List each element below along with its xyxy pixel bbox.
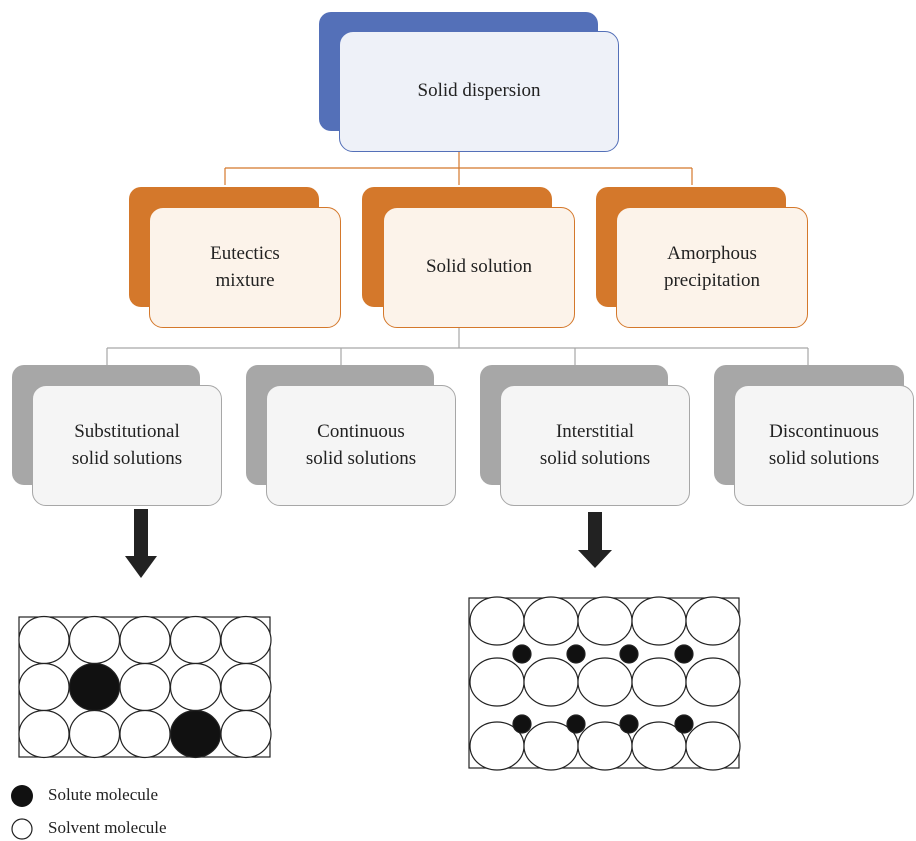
solute-molecule [674,644,694,664]
interstitial-arrow [578,512,612,568]
solvent-molecule [119,709,171,759]
solute-legend-marker [11,785,33,807]
solvent-molecule [523,657,579,707]
solute-molecule [566,644,586,664]
solvent-molecule [169,662,222,712]
solvent-molecule [119,662,171,712]
solvent-molecule [685,721,741,771]
solvent-molecule [469,596,525,646]
solvent-molecule [577,596,633,646]
solvent-molecule [631,596,687,646]
substitutional-arrow [112,508,170,580]
eutectics-mixture-node: Eutectics mixture [149,207,341,328]
solute-molecule [566,714,586,734]
substitutional-solid-solutions-node: Substitutional solid solutions [32,385,222,506]
interstitial-label: Interstitial solid solutions [539,420,651,469]
amorphous-precipitation-label: Amorphous precipitation [663,242,761,291]
solvent-molecule [220,709,272,759]
interstitial-lattice [468,596,741,771]
solute-molecule [512,644,532,664]
root-node: Solid dispersion [339,31,619,152]
solute-molecule [169,709,222,759]
solvent-legend-marker [11,818,33,840]
solvent-legend-label: Solvent molecule [48,818,167,837]
root-node-label: Solid dispersion [417,80,541,102]
solvent-molecule [169,615,222,665]
solid-solution-connectors [106,328,809,365]
solute-molecule [68,662,121,712]
solvent-molecule [469,657,525,707]
solute-molecule [619,714,639,734]
continuous-solid-solutions-node: Continuous solid solutions [266,385,456,506]
substitutional-lattice [18,615,272,759]
solvent-molecule [685,657,741,707]
interstitial-solid-solutions-node: Interstitial solid solutions [500,385,690,506]
solvent-molecule [68,709,121,759]
solute-molecule [674,714,694,734]
solvent-molecule [220,615,272,665]
solute-legend-label: Solute molecule [48,785,159,804]
solvent-molecule [18,662,70,712]
solid-solution-label: Solid solution [425,256,533,278]
solvent-molecule [18,709,70,759]
continuous-label: Continuous solid solutions [305,420,417,469]
root-connectors [224,152,693,185]
solvent-molecule [685,596,741,646]
solute-molecule [619,644,639,664]
solvent-molecule [119,615,171,665]
eutectics-mixture-label: Eutectics mixture [210,242,280,291]
discontinuous-label: Discontinuous solid solutions [768,420,880,469]
solid-solution-node: Solid solution [383,207,575,328]
solvent-molecule [220,662,272,712]
solvent-molecule [631,657,687,707]
solvent-molecule [68,615,121,665]
amorphous-precipitation-node: Amorphous precipitation [616,207,808,328]
solute-molecule [512,714,532,734]
discontinuous-solid-solutions-node: Discontinuous solid solutions [734,385,914,506]
substitutional-label: Substitutional solid solutions [71,420,183,469]
solvent-molecule [523,596,579,646]
solvent-molecule [18,615,70,665]
solvent-molecule [577,657,633,707]
